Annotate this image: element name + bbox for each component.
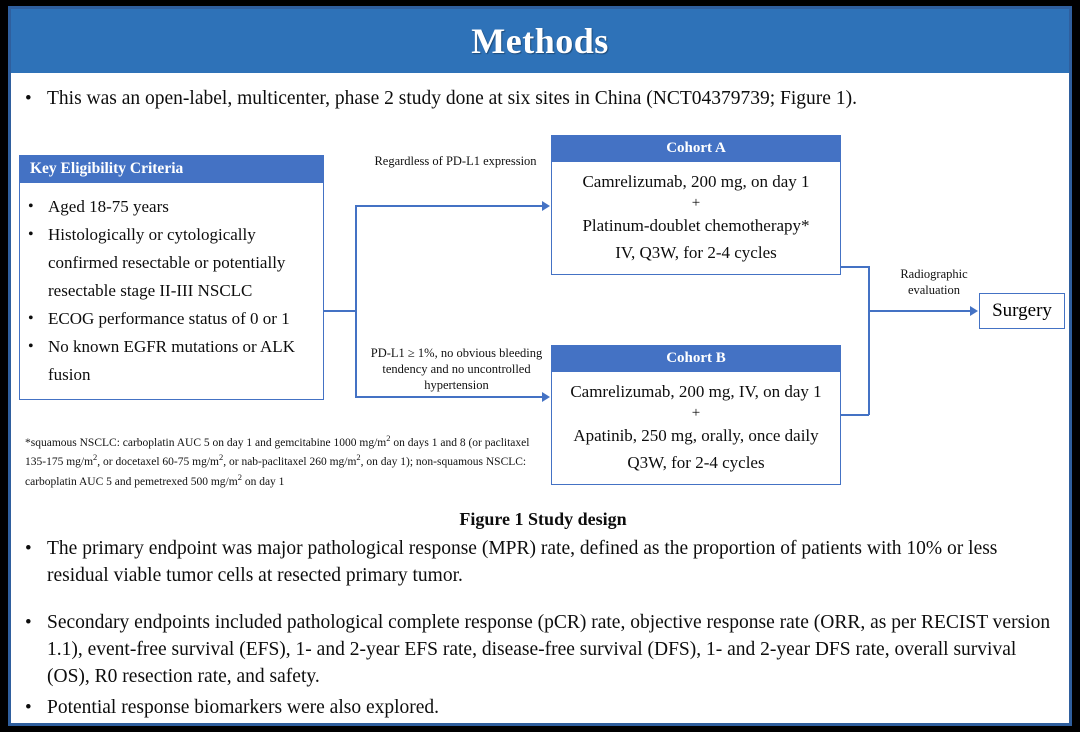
cohort-a-box: Cohort A Camrelizumab, 200 mg, on day 1 … (551, 135, 841, 275)
arrowhead-surgery (970, 306, 978, 316)
connector-stub (324, 310, 356, 312)
cohort-b-header: Cohort B (552, 346, 840, 372)
intro-bullet-text: This was an open-label, multicenter, pha… (47, 88, 857, 109)
cohort-b-box: Cohort B Camrelizumab, 200 mg, IV, on da… (551, 345, 841, 485)
intro-bullet: • This was an open-label, multicenter, p… (25, 85, 1055, 112)
bullet-marker: • (28, 226, 34, 243)
cohort-a-line: + (691, 195, 701, 211)
eligibility-item-label: ECOG performance status of 0 or 1 (48, 309, 290, 328)
cohort-a-header: Cohort A (552, 136, 840, 162)
cohort-a-body: Camrelizumab, 200 mg, on day 1 + Platinu… (552, 162, 840, 274)
chemotherapy-footnote: *squamous NSCLC: carboplatin AUC 5 on da… (25, 433, 530, 488)
cohort-a-line: IV, Q3W, for 2-4 cycles (615, 243, 777, 262)
bullet-marker: • (28, 338, 34, 355)
figure-caption: Figure 1 Study design (459, 509, 627, 529)
cohort-b-body: Camrelizumab, 200 mg, IV, on day 1 + Apa… (552, 372, 840, 484)
surgery-box: Surgery (979, 293, 1065, 329)
endpoint-bullet-text: Secondary endpoints included pathologica… (47, 612, 1051, 687)
connector-from-cohort-a (841, 266, 869, 268)
connector-to-cohort-b (355, 396, 545, 398)
endpoint-bullet-text: The primary endpoint was major pathologi… (47, 538, 998, 586)
cohort-b-line: + (691, 405, 701, 421)
eligibility-item: • Aged 18-75 years (28, 193, 317, 221)
bullet-marker: • (25, 697, 32, 718)
connector-label-bottom: PD-L1 ≥ 1%, no obvious bleeding tendency… (370, 346, 543, 392)
eligibility-criteria-box: Key Eligibility Criteria • Aged 18-75 ye… (19, 155, 324, 400)
connector-from-cohort-b (841, 414, 869, 416)
connector-merge (868, 266, 870, 415)
slide-title-banner: Methods (11, 9, 1069, 73)
bullet-marker: • (25, 612, 32, 633)
arrowhead-cohort-a (542, 201, 550, 211)
connector-to-cohort-a (355, 205, 545, 207)
bullet-marker: • (25, 88, 32, 109)
eligibility-item: • Histologically or cytologically confir… (28, 221, 317, 305)
arrowhead-cohort-b (542, 392, 550, 402)
page-title: Methods (471, 21, 609, 61)
eligibility-header: Key Eligibility Criteria (20, 156, 323, 183)
endpoint-bullet-text: Potential response biomarkers were also … (47, 697, 440, 718)
eligibility-item: • ECOG performance status of 0 or 1 (28, 305, 317, 333)
endpoint-bullet-primary: • The primary endpoint was major patholo… (25, 535, 1060, 589)
cohort-b-line: Camrelizumab, 200 mg, IV, on day 1 (570, 382, 822, 401)
endpoint-bullet-secondary: • Secondary endpoints included pathologi… (25, 609, 1060, 690)
cohort-a-line: Camrelizumab, 200 mg, on day 1 (582, 172, 810, 191)
eligibility-item-label: Histologically or cytologically confirme… (48, 225, 286, 300)
connector-split (355, 205, 357, 397)
connector-to-surgery (868, 310, 973, 312)
cohort-b-line: Q3W, for 2-4 cycles (627, 453, 765, 472)
slide-frame: Methods • This was an open-label, multic… (8, 6, 1072, 726)
cohort-b-line: Apatinib, 250 mg, orally, once daily (573, 426, 819, 445)
bullet-marker: • (25, 538, 32, 559)
eligibility-body: • Aged 18-75 years • Histologically or c… (20, 183, 323, 399)
endpoint-bullet-biomarkers: • Potential response biomarkers were als… (25, 694, 1060, 721)
connector-label-top: Regardless of PD-L1 expression (374, 154, 537, 168)
bullet-marker: • (28, 198, 34, 215)
cohort-a-line: Platinum-doublet chemotherapy* (582, 216, 810, 235)
eligibility-item-label: No known EGFR mutations or ALK fusion (48, 337, 295, 384)
eligibility-item-label: Aged 18-75 years (48, 197, 169, 216)
study-design-figure: Key Eligibility Criteria • Aged 18-75 ye… (11, 121, 1075, 516)
surgery-label: Surgery (992, 300, 1052, 321)
connector-label-radiographic: Radiographic evaluation (900, 267, 968, 297)
bullet-marker: • (28, 310, 34, 327)
eligibility-item: • No known EGFR mutations or ALK fusion (28, 333, 317, 389)
